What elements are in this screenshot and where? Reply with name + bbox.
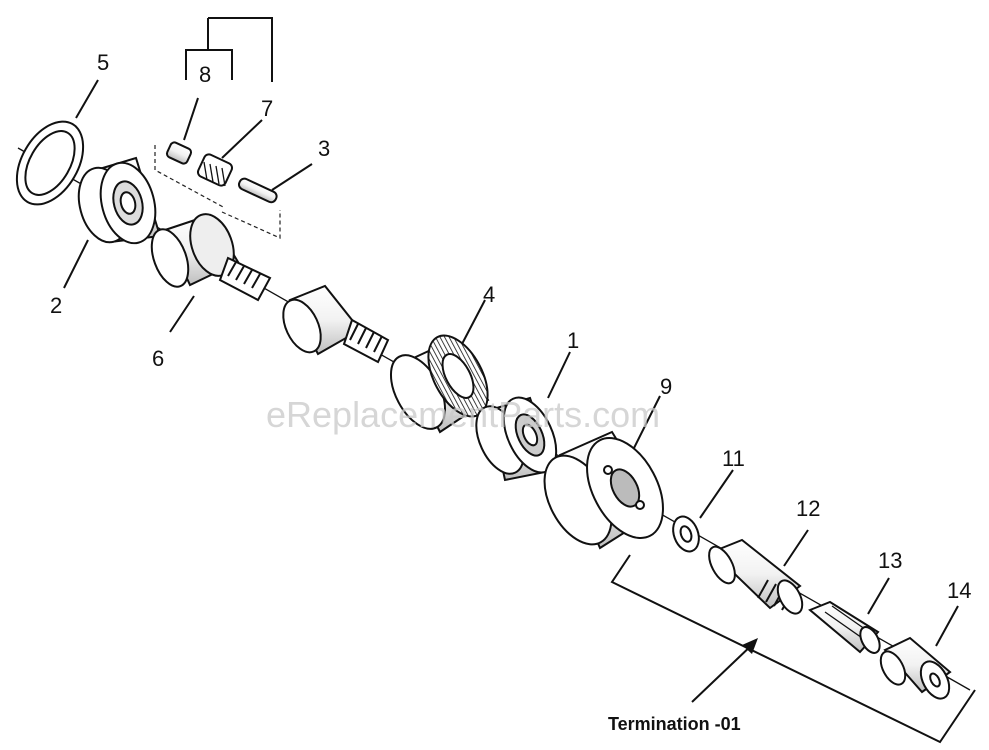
part-11-washer (672, 515, 700, 553)
part-5-washer (15, 120, 85, 206)
group-bracket-8-7 (185, 17, 273, 82)
callout-7: 7 (261, 96, 273, 121)
callout-4: 4 (483, 282, 495, 307)
part-12-collet-sleeve (708, 538, 804, 615)
callout-2: 2 (50, 293, 62, 318)
part-4-needle-bearing (389, 334, 490, 434)
callout-14: 14 (947, 578, 971, 603)
callout-12: 12 (796, 496, 820, 521)
callout-11: 11 (722, 446, 745, 471)
part-13-collet (808, 600, 881, 654)
part-6-rotor-shaft (150, 213, 272, 302)
callout-5: 5 (97, 50, 109, 75)
part-14-cap (879, 636, 952, 700)
callout-8: 8 (199, 62, 211, 87)
part-7-gear (196, 153, 234, 187)
callout-13: 13 (878, 548, 902, 573)
termination-arrowhead (742, 638, 758, 654)
termination-arrow (691, 641, 756, 703)
part-8-roller (165, 141, 193, 165)
callout-6: 6 (152, 346, 164, 371)
part-3-pin (237, 177, 278, 204)
part-1-bearing (475, 396, 558, 482)
sub-assembly-dashed-box (154, 145, 281, 239)
callout-9: 9 (660, 374, 672, 399)
termination-bracket (610, 554, 976, 744)
part-2-bearing (77, 156, 162, 245)
callout-1: 1 (567, 328, 579, 353)
watermark: eReplacementParts.com (266, 394, 660, 435)
callout-3: 3 (318, 136, 330, 161)
spindle-part (282, 284, 390, 364)
leader-lines (63, 79, 959, 647)
part-9-end-plate (543, 430, 664, 550)
termination-label: Termination -01 (608, 714, 741, 734)
